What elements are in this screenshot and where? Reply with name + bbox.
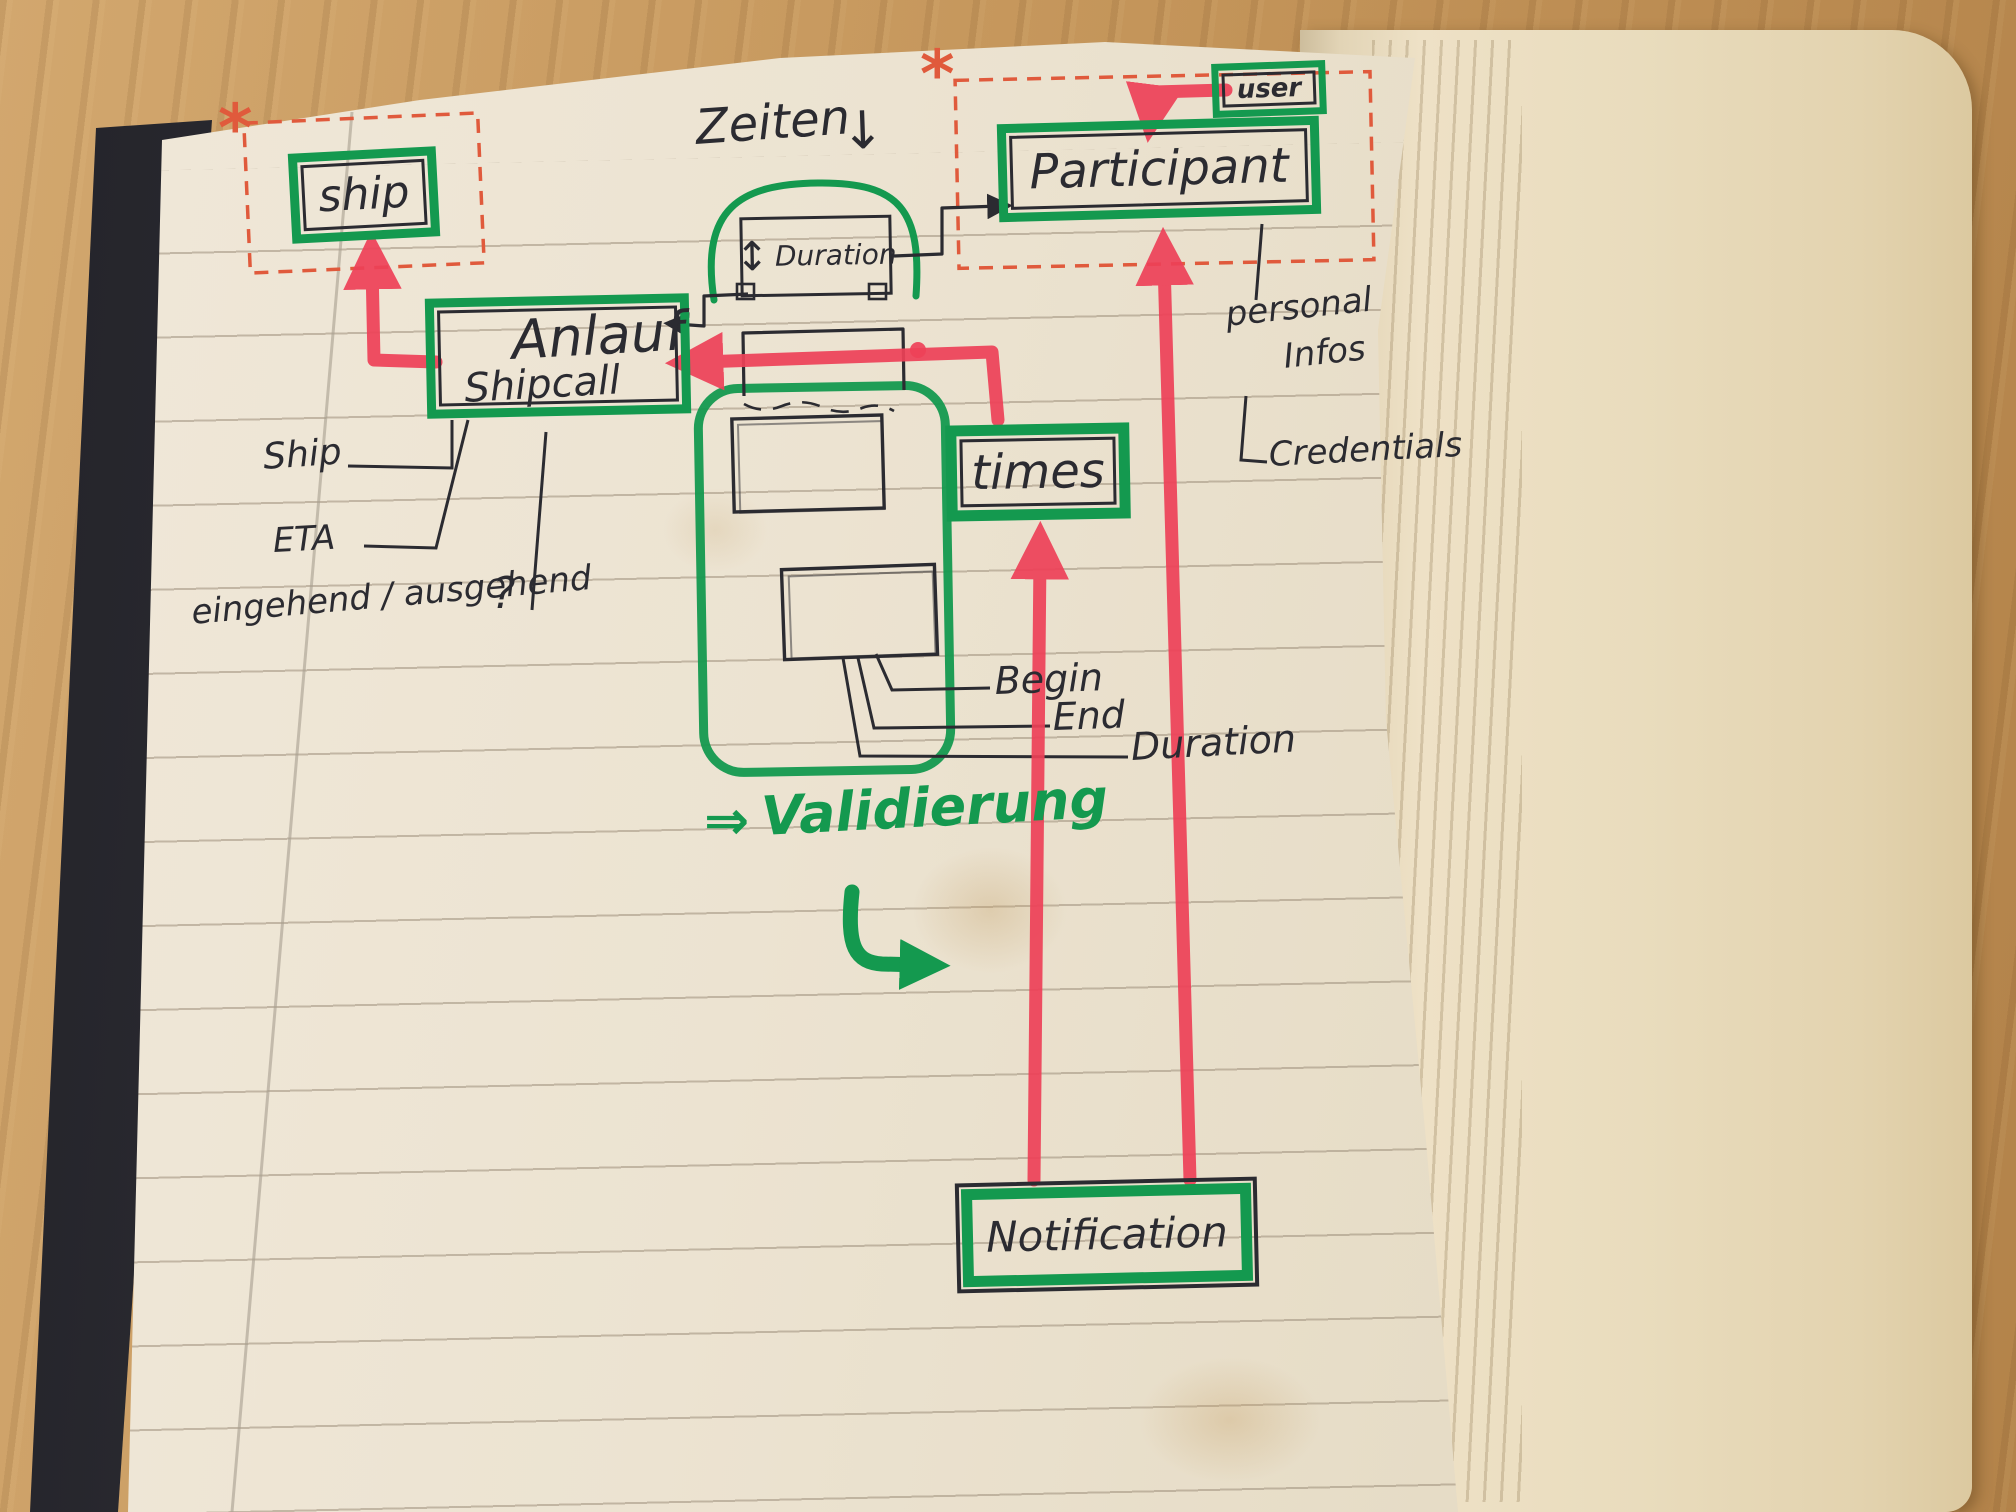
red-dot [910, 342, 926, 358]
arrow-notification-to-times [1010, 520, 1070, 1187]
entity-ship-frame: ship [300, 158, 428, 232]
attr-inout-question: ? [492, 568, 516, 619]
green-bracket [707, 179, 921, 304]
down-arrow-icon: ↓ [839, 100, 886, 162]
entity-notification: Notification [954, 1176, 1260, 1294]
entity-user-frame: user [1221, 70, 1317, 108]
green-container [693, 381, 956, 777]
duration-box-label: Duration [774, 237, 897, 273]
attr-end-label: End [1051, 692, 1126, 739]
sketch-box-a-dashed-bottom [743, 400, 895, 414]
arrow-duration-to-shipcall [663, 292, 749, 338]
sketch-box-c [779, 562, 940, 662]
validierung-arrow-icon: ⇒ [704, 789, 750, 852]
attr-personal-infos-line2: Infos [1281, 328, 1368, 377]
sketch-box-b-echo [736, 420, 886, 514]
duration-box: ↕ Duration [735, 214, 897, 298]
entity-user-label: user [1236, 72, 1302, 106]
arrow-hook-to-notification [842, 884, 951, 990]
sketch-box-b [730, 413, 886, 514]
attr-ship-label: Ship [261, 431, 343, 478]
entity-times-frame: times [959, 436, 1117, 508]
coffee-stain [640, 470, 790, 590]
asterisk-ship: * [218, 90, 253, 167]
arrow-notification-to-participant [1135, 226, 1197, 1187]
entity-notification-label: Notification [985, 1207, 1229, 1262]
entity-times: times [945, 422, 1131, 522]
connector-ship-attr [347, 420, 454, 470]
entity-notification-frame: Notification [960, 1182, 1254, 1288]
sketch-box-c-echo [787, 570, 937, 660]
entity-shipcall-sublabel: Shipcall [463, 357, 622, 412]
zeiten-heading: Zeiten [693, 89, 852, 156]
coffee-stain [1100, 1330, 1360, 1510]
updown-arrow-icon: ↕ [735, 233, 770, 281]
arrow-user-to-participant [1125, 81, 1233, 143]
attr-credentials-label: Credentials [1267, 424, 1464, 475]
arrow-times-to-shipcall [664, 331, 1005, 427]
connector-end [856, 657, 1051, 730]
entity-shipcall: Anlauf Shipcall [424, 293, 692, 419]
entity-ship-label: ship [317, 166, 411, 223]
entity-participant: Participant [996, 115, 1322, 223]
connector-credentials [1239, 395, 1268, 464]
entity-participant-frame: Participant [1009, 128, 1309, 210]
arrow-duration-to-participant [893, 193, 1013, 258]
asterisk-participant: * [920, 36, 955, 113]
margin-line [230, 111, 354, 1512]
connector-personal-infos [1254, 223, 1264, 301]
entity-participant-label: Participant [1028, 137, 1290, 201]
entity-shipcall-frame: Anlauf Shipcall [437, 299, 686, 412]
arrow-shipcall-to-ship [343, 230, 443, 369]
connector-eta-attr [363, 419, 470, 550]
duration-connector-foot [735, 282, 756, 301]
connector-begin [874, 653, 991, 692]
entity-user: user [1211, 60, 1327, 118]
duration-connector-foot [867, 282, 888, 301]
entity-times-label: times [970, 442, 1106, 502]
attr-eta-label: ETA [271, 517, 337, 561]
dashed-frame-participant [953, 69, 1376, 271]
attr-duration-label: Duration [1129, 716, 1297, 769]
entity-ship: ship [287, 146, 441, 244]
connector-inout-attr [530, 431, 548, 611]
